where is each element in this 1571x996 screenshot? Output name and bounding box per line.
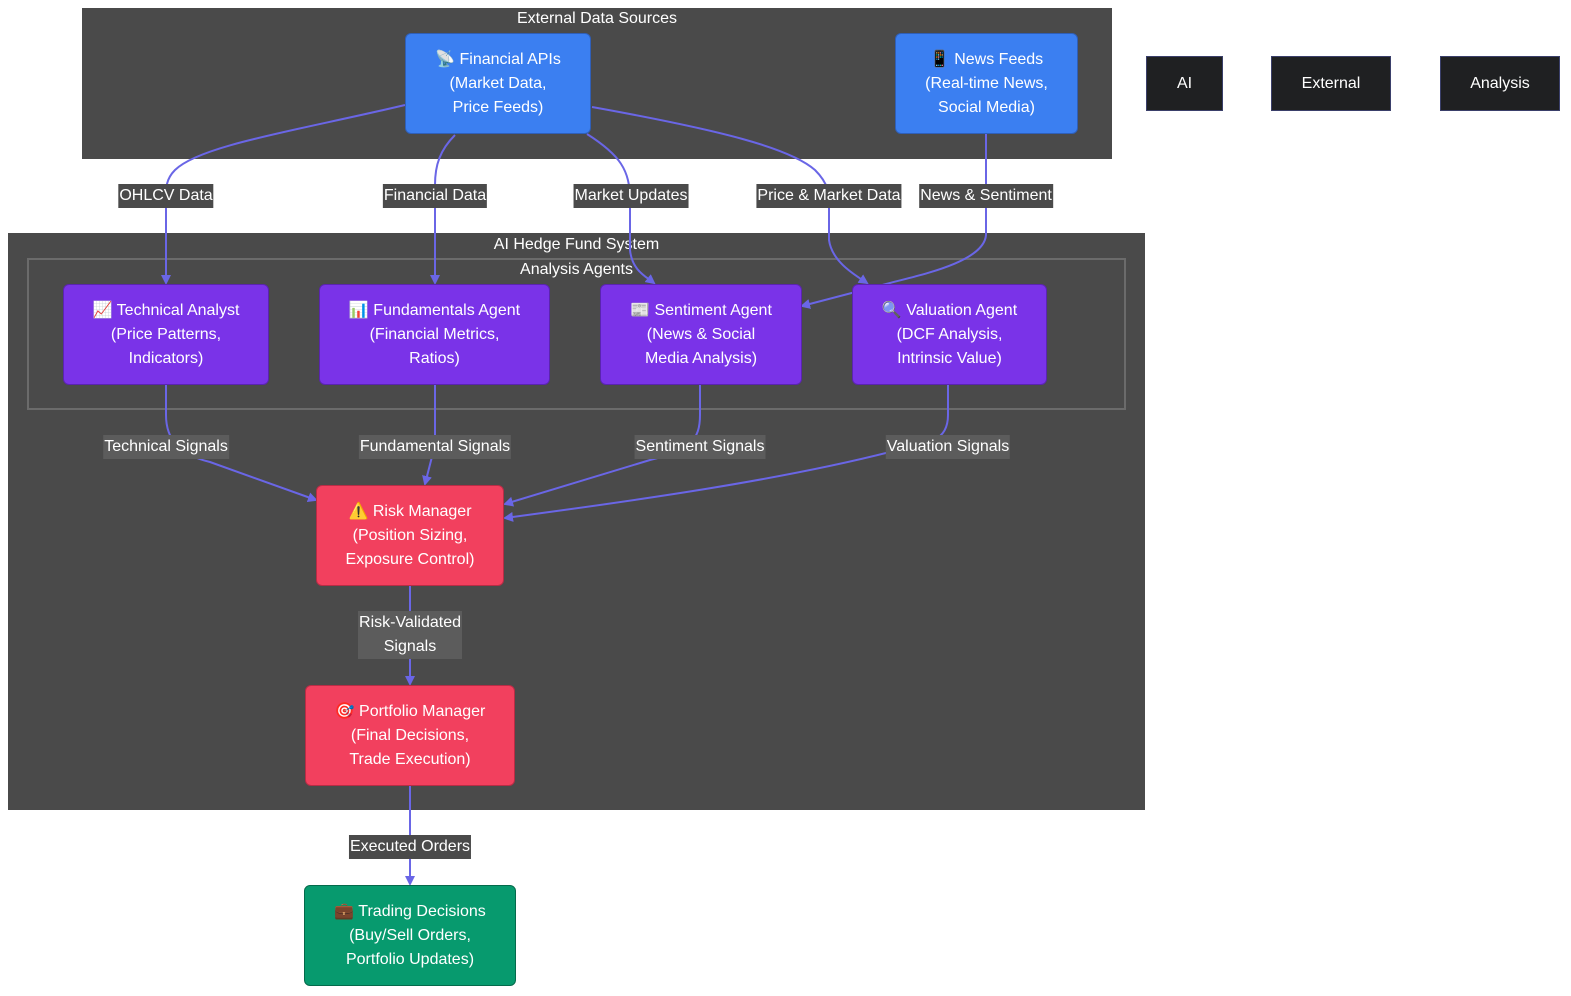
edge-label-risk-validated: Risk-Validated Signals [358, 611, 462, 659]
edge-price-market [591, 106, 869, 285]
technical-analyst-node[interactable]: 📈 Technical Analyst (Price Patterns, Ind… [63, 284, 269, 385]
edge-label-news: News & Sentiment [919, 184, 1053, 208]
edge-financial [430, 134, 456, 285]
system-cluster-title: AI Hedge Fund System [493, 236, 660, 253]
legend-analysis: Analysis [1440, 56, 1560, 111]
external-cluster-title: External Data Sources [516, 10, 678, 27]
direct-hit-icon: 🎯 [334, 702, 355, 720]
financial-apis-node[interactable]: 📡 Financial APIs (Market Data, Price Fee… [405, 33, 591, 134]
news-feeds-node[interactable]: 📱 News Feeds (Real-time News, Social Med… [895, 33, 1078, 134]
trading-decisions-node[interactable]: 💼 Trading Decisions (Buy/Sell Orders, Po… [304, 885, 516, 986]
risk-manager-node[interactable]: ⚠️ Risk Manager (Position Sizing, Exposu… [316, 485, 504, 586]
legend-ai: AI [1146, 56, 1223, 111]
briefcase-icon: 💼 [334, 902, 355, 920]
mobile-phone-icon: 📱 [929, 50, 950, 68]
edge-label-sentiment: Sentiment Signals [634, 435, 766, 459]
satellite-antenna-icon: 📡 [435, 50, 456, 68]
legend-external: External [1271, 56, 1391, 111]
edge-label-market: Market Updates [573, 184, 689, 208]
newspaper-icon: 📰 [630, 301, 651, 319]
edge-market [586, 133, 656, 285]
edge-label-financial: Financial Data [382, 184, 488, 208]
edge-label-ohlcv: OHLCV Data [118, 184, 214, 208]
magnifying-glass-icon: 🔍 [881, 301, 902, 319]
chart-increasing-icon: 📈 [92, 301, 113, 319]
sentiment-agent-node[interactable]: 📰 Sentiment Agent (News & Social Media A… [600, 284, 802, 385]
edge-label-technical: Technical Signals [103, 435, 229, 459]
edge-label-valuation: Valuation Signals [885, 435, 1011, 459]
edge-label-fundamental: Fundamental Signals [358, 435, 512, 459]
agents-cluster-title: Analysis Agents [520, 261, 633, 278]
fundamentals-agent-node[interactable]: 📊 Fundamentals Agent (Financial Metrics,… [319, 284, 550, 385]
warning-icon: ⚠️ [348, 502, 369, 520]
portfolio-manager-node[interactable]: 🎯 Portfolio Manager (Final Decisions, Tr… [305, 685, 515, 786]
bar-chart-icon: 📊 [348, 301, 369, 319]
valuation-agent-node[interactable]: 🔍 Valuation Agent (DCF Analysis, Intrins… [852, 284, 1047, 385]
edge-label-price-market: Price & Market Data [756, 184, 902, 208]
edge-label-executed: Executed Orders [348, 835, 472, 859]
analysis-agents-cluster [27, 258, 1126, 410]
edge-news [800, 134, 987, 309]
